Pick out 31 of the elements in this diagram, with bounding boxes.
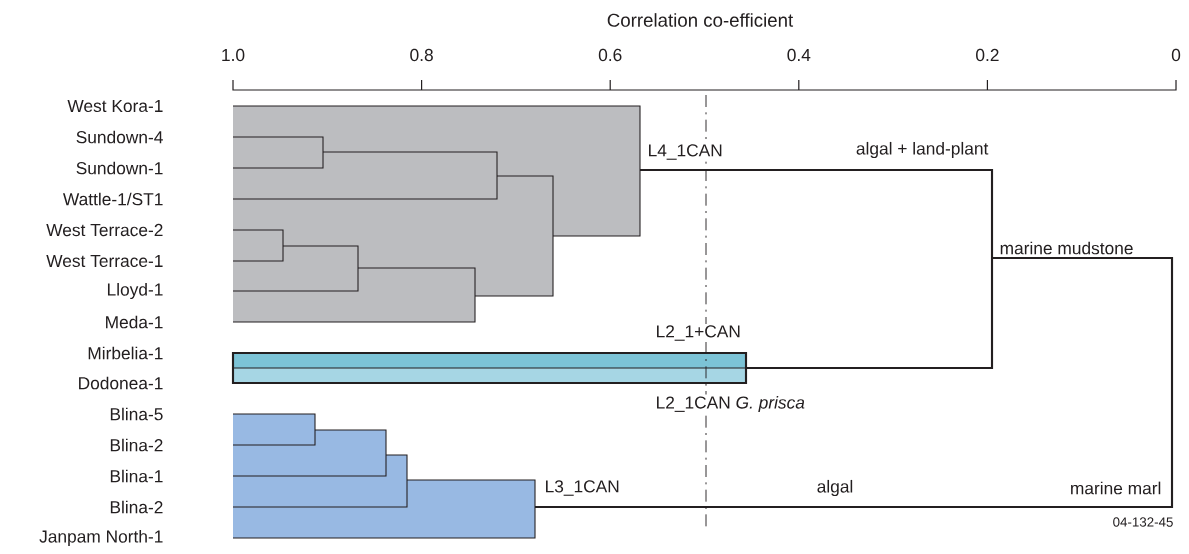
sample-label: Wattle-1/ST1	[63, 192, 163, 206]
sample-label: Sundown-4	[76, 130, 163, 144]
tick-label: 1.0	[222, 48, 245, 62]
sample-label: Blina-1	[110, 469, 163, 483]
cluster-label: marine marl	[1071, 481, 1161, 495]
cluster-label: L4_1CAN	[646, 142, 725, 162]
sample-label: West Terrace-1	[46, 254, 163, 268]
tick-label: 0.6	[598, 48, 622, 62]
sample-label: Blina-2	[110, 500, 163, 514]
sample-label: Blina-5	[110, 407, 163, 421]
cluster-label: marine mudstone	[1000, 241, 1133, 255]
axis-title: Correlation co-efficient	[607, 13, 794, 27]
sample-label: Lloyd-1	[108, 282, 163, 300]
sample-label: Mirbelia-1	[88, 346, 163, 360]
cluster-label: algal + land-plant	[856, 141, 989, 159]
sample-label: Blina-2	[110, 438, 163, 452]
sample-label: Janpam North-1	[39, 529, 163, 547]
sample-label: West Kora-1	[67, 99, 163, 113]
tick-label: 0.4	[787, 48, 811, 62]
sample-label: Dodonea-1	[79, 376, 163, 390]
tick-label: 0.2	[976, 48, 999, 62]
figure-code: 04-132-45	[1113, 517, 1173, 527]
cluster-label: L2_1CAN G. prisca	[654, 394, 807, 414]
cluster-label: L2_1+CAN	[654, 323, 743, 343]
sample-label: West Terrace-2	[46, 223, 163, 237]
sample-label: Meda-1	[106, 315, 163, 329]
sample-label: Sundown-1	[76, 161, 163, 175]
tick-label: 0.8	[410, 48, 433, 62]
tick-label: 0	[1171, 48, 1181, 62]
cluster-label: algal	[817, 479, 853, 497]
cluster-label: L3_1CAN	[546, 480, 619, 496]
